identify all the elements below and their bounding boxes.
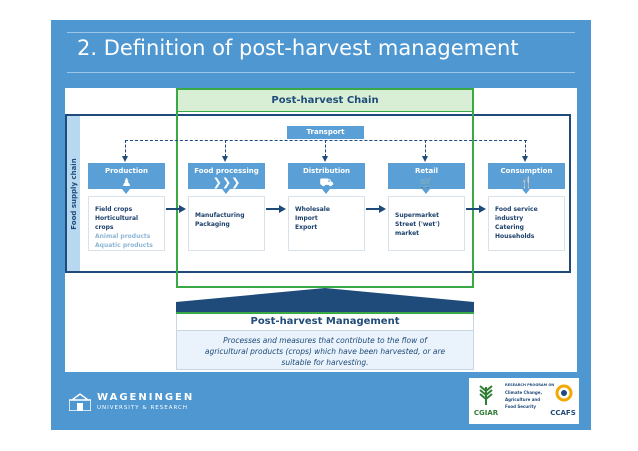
stage-processing-notch (222, 189, 230, 194)
stage-retail-body: Supermarket Street ('wet') market (388, 196, 465, 251)
wageningen-logo-icon (69, 393, 91, 411)
flow-arrow-shaft (466, 208, 479, 210)
stage-processing-name: Food processing (194, 167, 259, 175)
program-line: Food Security (505, 404, 536, 409)
cart-icon: 🛒 (419, 176, 434, 189)
post-harvest-chain-frame (176, 88, 474, 288)
cgiar-leaf-icon (479, 385, 493, 405)
stage-consumption-header: Consumption 🍴 (488, 163, 565, 189)
diagram-canvas: Food supply chain Post-harvest Chain Tra… (65, 88, 577, 372)
transport-arrowhead (122, 156, 128, 162)
flow-arrowhead (379, 205, 386, 213)
top-divider (67, 32, 575, 33)
transport-dashed-line (125, 140, 527, 141)
ccafs-ring-icon (555, 384, 573, 402)
management-divider (176, 312, 474, 314)
transport-arrowhead (222, 156, 228, 162)
stage-processing-header: Food processing ❯❯❯ (188, 163, 265, 189)
cutlery-icon: 🍴 (519, 176, 534, 189)
stage-item: Manufacturing (195, 212, 245, 219)
supply-chain-side-band (67, 116, 80, 271)
stage-item: Packaging (195, 221, 230, 228)
stage-item: Aquatic products (95, 242, 153, 249)
program-line: Climate Change, (505, 390, 542, 395)
slide: 2. Definition of post-harvest management… (51, 20, 591, 430)
stage-item: Food service industry (495, 206, 538, 222)
stage-retail-notch (422, 189, 430, 194)
stage-consumption-name: Consumption (500, 167, 553, 175)
management-description-line: Processes and measures that contribute t… (223, 336, 427, 345)
stage-item: Import (295, 215, 318, 222)
stage-item: Supermarket (395, 212, 439, 219)
stage-item: Horticultural crops (95, 215, 139, 231)
stage-processing-body: Manufacturing Packaging (188, 196, 265, 251)
stage-distribution-header: Distribution ⛟ (288, 163, 365, 189)
transport-connector-production (125, 140, 126, 157)
stage-distribution-name: Distribution (302, 167, 351, 175)
supply-chain-label-holder: Food supply chain (67, 116, 80, 271)
stage-consumption-body: Food service industry Catering Household… (488, 196, 565, 251)
program-text: RESEARCH PROGRAM ON Climate Change, Agri… (505, 382, 555, 410)
stage-item: Wholesale (295, 206, 330, 213)
stage-item: Catering (495, 224, 524, 231)
program-line: Agriculture and (505, 397, 541, 402)
transport-connector-distribution (325, 140, 326, 157)
transport-arrowhead (522, 156, 528, 162)
stage-distribution-body: Wholesale Import Export (288, 196, 365, 251)
stage-production-notch (122, 189, 130, 194)
stage-item: Export (295, 224, 318, 231)
stage-item: Street ('wet') market (395, 221, 440, 237)
stage-retail-name: Retail (414, 167, 438, 175)
cgiar-label: CGIAR (473, 409, 499, 417)
management-description-line: agricultural products (crops) which have… (204, 347, 446, 356)
management-roof (176, 288, 474, 312)
transport-connector-processing (225, 140, 226, 157)
flow-arrow-shaft (366, 208, 379, 210)
transport-label: Transport (287, 126, 364, 139)
transport-arrowhead (322, 156, 328, 162)
stage-retail-header: Retail 🛒 (388, 163, 465, 189)
forward-arrows-icon: ❯❯❯ (212, 176, 241, 189)
transport-connector-retail (425, 140, 426, 157)
farmer-icon: ♟ (121, 176, 132, 189)
flow-arrow-shaft (266, 208, 279, 210)
stage-item: Field crops (95, 206, 133, 213)
program-line: RESEARCH PROGRAM ON (505, 383, 555, 387)
stage-production-body: Field crops Horticultural crops Animal p… (88, 196, 165, 251)
title-divider (67, 72, 575, 73)
management-title: Post-harvest Management (176, 314, 474, 330)
ccafs-label: CCAFS (550, 409, 576, 417)
transport-arrowhead (422, 156, 428, 162)
brand-subtitle: UNIVERSITY & RESEARCH (97, 405, 188, 411)
truck-icon: ⛟ (319, 176, 334, 189)
stage-consumption-notch (522, 189, 530, 194)
stage-production-name: Production (104, 167, 149, 175)
stage-distribution-notch (322, 189, 330, 194)
stage-production-header: Production ♟ (88, 163, 165, 189)
post-harvest-chain-title: Post-harvest Chain (178, 90, 472, 112)
stage-item: Animal products (95, 233, 151, 240)
transport-connector-consumption (525, 140, 526, 157)
stage-item: Households (495, 233, 535, 240)
flow-arrowhead (479, 205, 486, 213)
flow-arrow-shaft (166, 208, 179, 210)
flow-arrowhead (179, 205, 186, 213)
supply-chain-frame (65, 114, 571, 273)
supply-chain-label: Food supply chain (69, 157, 78, 230)
management-description: Processes and measures that contribute t… (176, 330, 474, 370)
flow-arrowhead (279, 205, 286, 213)
brand-name: WAGENINGEN (97, 392, 195, 403)
partner-logos: CGIAR RESEARCH PROGRAM ON Climate Change… (469, 378, 579, 424)
slide-title: 2. Definition of post-harvest management (77, 36, 519, 60)
management-description-line: suitable for harvesting. (281, 358, 369, 367)
